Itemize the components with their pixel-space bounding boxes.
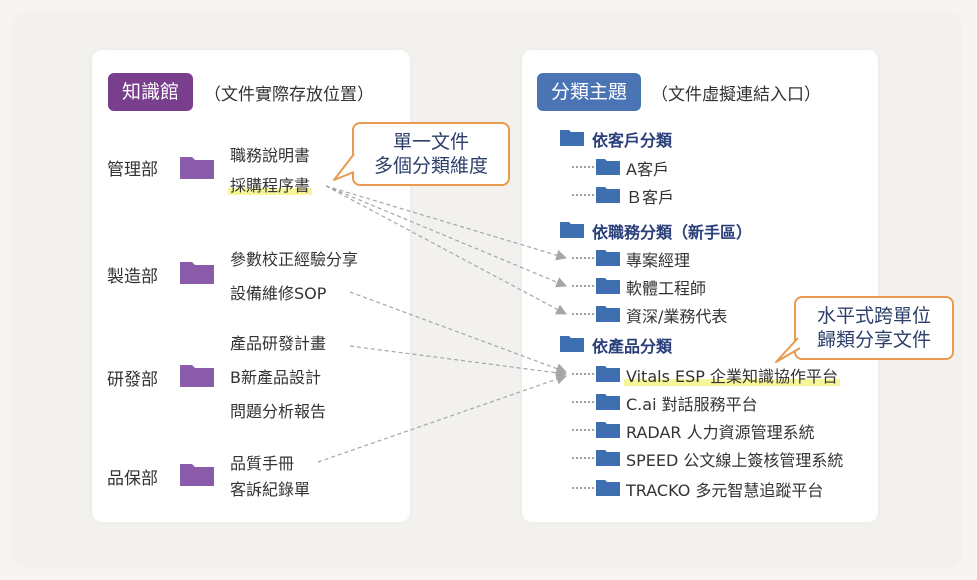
tree-connector <box>572 313 594 315</box>
doc-product-rnd-plan[interactable]: 產品研發計畫 <box>230 334 327 353</box>
category-by-role[interactable]: 依職務分類（新手區） <box>592 223 753 242</box>
arrow-quality-manual-to-vitals <box>317 374 568 463</box>
item-customer-b[interactable]: Ｂ客戶 <box>626 188 675 207</box>
item-software-engineer[interactable]: 軟體工程師 <box>626 279 707 298</box>
knowledge-library-note: （文件實際存放位置） <box>204 85 374 105</box>
arrow-procurement-to-sales <box>325 185 567 315</box>
doc-problem-analysis-report[interactable]: 問題分析報告 <box>230 402 327 421</box>
callout-pointer <box>775 337 801 363</box>
folder-icon <box>596 250 620 266</box>
arrow-procurement-to-engineer <box>325 185 567 288</box>
folder-icon <box>180 262 214 284</box>
category-topics-badge: 分類主題 <box>537 73 642 111</box>
callout-pointer <box>333 153 355 181</box>
folder-icon <box>596 394 620 410</box>
item-senior-sales[interactable]: 資深/業務代表 <box>626 307 728 326</box>
item-vitals-esp-label: Vitals ESP 企業知識協作平台 <box>624 367 840 386</box>
folder-icon <box>180 157 214 179</box>
folder-icon <box>596 306 620 322</box>
item-customer-a[interactable]: A客戶 <box>626 160 669 179</box>
arrow-sop-to-vitals <box>349 291 568 374</box>
doc-job-description[interactable]: 職務說明書 <box>230 146 311 165</box>
tree-connector <box>572 487 594 489</box>
doc-complaint-record[interactable]: 客訴紀錄單 <box>230 480 311 499</box>
item-project-manager[interactable]: 專案經理 <box>626 251 691 270</box>
callout-horizontal-sharing-line1: 水平式跨單位 <box>816 305 931 327</box>
category-by-customer[interactable]: 依客戶分類 <box>592 131 673 150</box>
dept-rnd: 研發部 <box>107 370 158 390</box>
tree-connector <box>572 429 594 431</box>
category-topics-note: （文件虛擬連結入口） <box>651 85 821 105</box>
folder-icon <box>596 422 620 438</box>
tree-connector <box>572 257 594 259</box>
item-speed[interactable]: SPEED 公文線上簽核管理系統 <box>626 451 844 470</box>
folder-icon <box>560 336 584 352</box>
folder-icon <box>560 130 584 146</box>
callout-single-document-line1: 單一文件 <box>392 131 469 153</box>
tree-connector <box>572 285 594 287</box>
dept-manufacturing: 製造部 <box>107 267 158 287</box>
folder-icon <box>596 450 620 466</box>
folder-icon <box>180 464 214 486</box>
tree-connector <box>572 166 594 168</box>
doc-quality-manual[interactable]: 品質手冊 <box>230 454 295 473</box>
arrow-rnd-plan-to-vitals <box>349 345 568 379</box>
dept-quality-assurance: 品保部 <box>107 469 158 489</box>
doc-b-new-product-design[interactable]: B新產品設計 <box>230 368 321 387</box>
callout-horizontal-sharing: 水平式跨單位 歸類分享文件 <box>794 296 954 360</box>
tree-connector <box>572 401 594 403</box>
folder-icon <box>180 365 214 387</box>
folder-icon <box>596 480 620 496</box>
callout-single-document-line2: 多個分類維度 <box>373 155 488 177</box>
item-cai[interactable]: C.ai 對話服務平台 <box>626 395 758 414</box>
folder-icon <box>596 159 620 175</box>
tree-connector <box>572 194 594 196</box>
folder-icon <box>596 278 620 294</box>
category-by-product[interactable]: 依產品分類 <box>592 337 673 356</box>
item-vitals-esp[interactable]: Vitals ESP 企業知識協作平台 <box>624 363 840 387</box>
knowledge-library-badge: 知識館 <box>108 73 194 111</box>
tree-connector <box>572 373 594 375</box>
folder-icon <box>596 187 620 203</box>
doc-procurement-procedure-label: 採購程序書 <box>228 176 313 195</box>
tree-connector <box>572 457 594 459</box>
item-tracko[interactable]: TRACKO 多元智慧追蹤平台 <box>626 481 824 500</box>
callout-horizontal-sharing-line2: 歸類分享文件 <box>816 329 931 351</box>
dept-management: 管理部 <box>107 160 158 180</box>
folder-icon <box>560 222 584 238</box>
doc-equipment-repair-sop[interactable]: 設備維修SOP <box>230 284 327 303</box>
doc-procurement-procedure[interactable]: 採購程序書 <box>228 172 313 196</box>
item-radar[interactable]: RADAR 人力資源管理系統 <box>626 423 815 442</box>
folder-icon <box>596 366 620 382</box>
arrow-procurement-to-pm <box>325 185 568 261</box>
callout-single-document: 單一文件 多個分類維度 <box>352 122 510 186</box>
doc-calibration-experience[interactable]: 參數校正經驗分享 <box>230 250 359 269</box>
